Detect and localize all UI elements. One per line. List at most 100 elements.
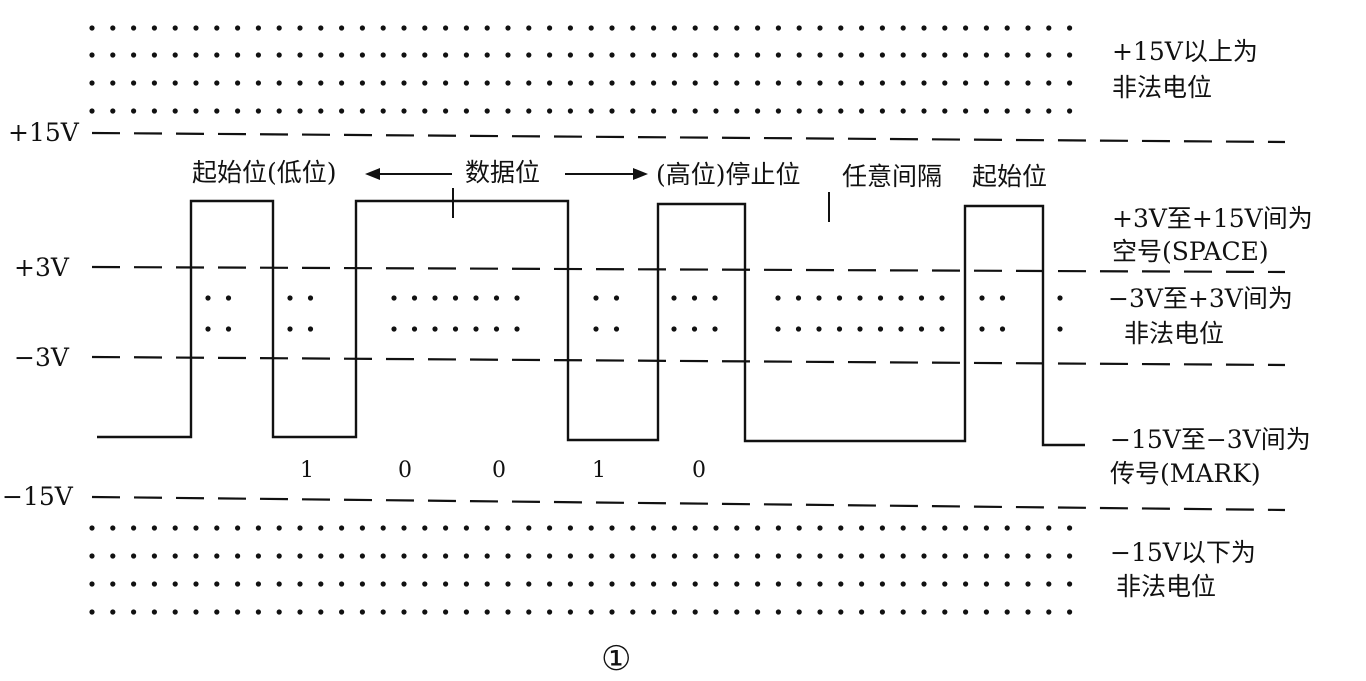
texture-dot: [879, 553, 886, 559]
texture-dot: [443, 581, 449, 587]
texture-dot: [963, 581, 969, 587]
texture-dot: [692, 525, 698, 531]
texture-dot: [505, 553, 511, 559]
texture-dot: [859, 52, 865, 58]
texture-dot: [796, 581, 802, 587]
texture-dot: [775, 108, 782, 114]
texture-dot: [235, 52, 241, 58]
texture-dot: [734, 52, 740, 58]
data-bit-value: 1: [300, 458, 314, 483]
texture-dot: [838, 553, 844, 559]
texture-dot: [942, 581, 948, 587]
texture-dot: [1025, 553, 1031, 559]
texture-dot: [463, 108, 469, 114]
label-plus3: +3V: [14, 253, 70, 282]
texture-dot: [796, 25, 802, 31]
texture-dot: [484, 25, 490, 31]
texture-dot: [463, 80, 469, 86]
texture-dot: [359, 80, 365, 86]
texture-dot: [588, 609, 594, 615]
texture-dot: [983, 52, 990, 58]
region-above15-line1: +15V以上为: [1112, 37, 1258, 66]
texture-dot: [983, 581, 990, 587]
texture-dot: [380, 80, 386, 86]
texture-dot: [983, 525, 990, 531]
texture-dot: [796, 609, 802, 615]
texture-dot: [172, 52, 178, 58]
texture-dot: [339, 609, 345, 615]
texture-dot: [691, 295, 698, 301]
texture-dot: [380, 525, 386, 531]
texture-dot: [651, 108, 657, 114]
texture-dot: [900, 581, 906, 587]
texture-dot: [255, 52, 261, 58]
texture-dot: [963, 525, 969, 531]
texture-dot: [422, 525, 428, 531]
plus15-dashed-line: [91, 131, 1286, 144]
texture-dot: [630, 525, 636, 531]
texture-dot: [775, 609, 782, 615]
texture-dot: [422, 553, 428, 559]
texture-dot: [713, 80, 719, 86]
texture-dot: [193, 609, 199, 615]
texture-dot: [131, 52, 137, 58]
texture-dot: [422, 80, 428, 86]
texture-dot: [588, 108, 594, 114]
texture-dot: [1057, 326, 1063, 332]
texture-dot: [89, 80, 95, 86]
texture-dot: [1025, 609, 1031, 615]
texture-dot: [297, 525, 303, 531]
texture-dot: [484, 525, 490, 531]
texture-dot: [963, 108, 969, 114]
texture-dot: [255, 25, 261, 31]
texture-dot: [671, 553, 678, 559]
texture-dot: [671, 525, 678, 531]
texture-dot: [297, 80, 303, 86]
texture-dot: [401, 25, 407, 31]
texture-dot: [859, 108, 865, 114]
texture-dot: [172, 80, 178, 86]
texture-dot: [255, 553, 261, 559]
texture-dot: [755, 581, 761, 587]
texture-dot: [193, 525, 199, 531]
illegal-region-dots: [89, 25, 1073, 615]
texture-dot: [1004, 80, 1010, 86]
texture-dot: [567, 609, 574, 615]
level-lines: [91, 131, 1286, 512]
texture-dot: [651, 525, 657, 531]
texture-dot: [734, 553, 740, 559]
texture-dot: [547, 609, 553, 615]
texture-dot: [235, 108, 241, 114]
texture-dot: [877, 295, 884, 301]
texture-dot: [463, 609, 469, 615]
texture-dot: [567, 553, 574, 559]
texture-dot: [900, 108, 906, 114]
texture-dot: [505, 609, 511, 615]
texture-dot: [131, 25, 137, 31]
texture-dot: [214, 25, 220, 31]
texture-dot: [775, 80, 782, 86]
minus15-dashed-line: [91, 495, 1286, 512]
data-bit-value: 1: [592, 458, 606, 483]
texture-dot: [411, 295, 418, 301]
texture-dot: [963, 609, 969, 615]
texture-dot: [588, 80, 594, 86]
texture-dot: [838, 108, 844, 114]
texture-dot: [432, 326, 438, 332]
texture-dot: [692, 25, 698, 31]
texture-dot: [983, 80, 990, 86]
texture-dot: [172, 609, 178, 615]
texture-dot: [900, 553, 906, 559]
texture-dot: [567, 581, 574, 587]
texture-dot: [391, 295, 397, 301]
texture-dot: [318, 553, 324, 559]
texture-dot: [297, 108, 303, 114]
texture-dot: [630, 25, 636, 31]
texture-dot: [339, 80, 345, 86]
texture-dot: [318, 25, 324, 31]
texture-dot: [276, 80, 282, 86]
texture-dot: [359, 108, 365, 114]
texture-dot: [817, 553, 823, 559]
texture-dot: [838, 525, 844, 531]
texture-dot: [401, 553, 407, 559]
